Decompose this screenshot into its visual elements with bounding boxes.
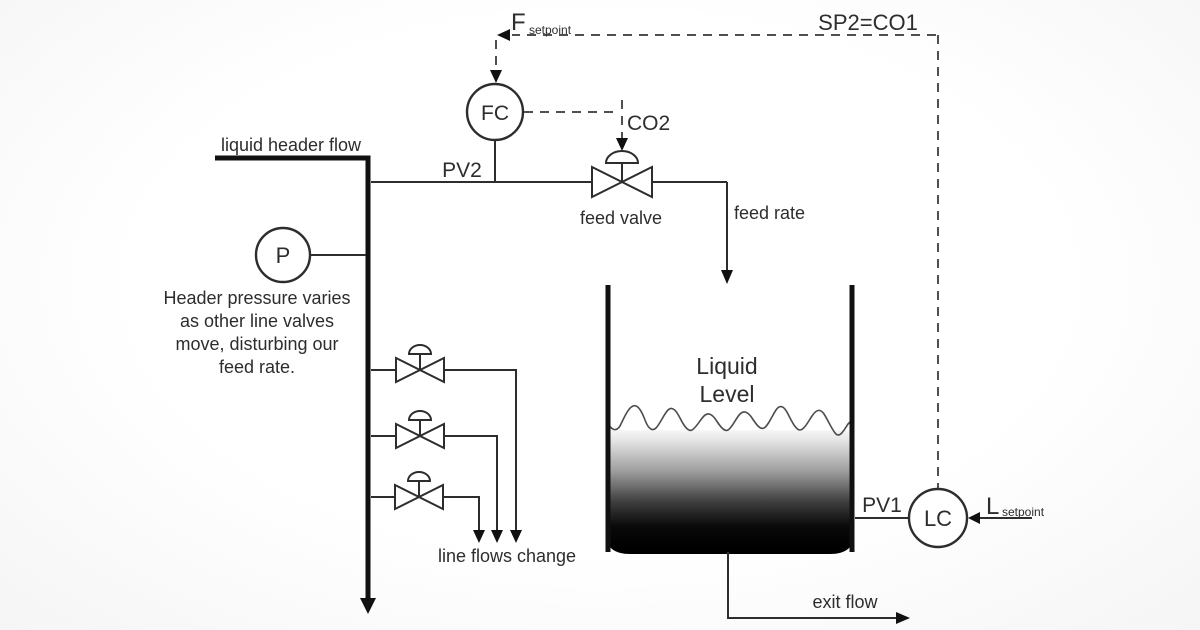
fc-controller-circle — [465, 82, 525, 142]
note-line-4: feed rate. — [219, 357, 295, 377]
f-setpoint-arrow-left — [497, 29, 510, 41]
p-indicator-circle — [254, 226, 312, 284]
line-valve-2-icon — [395, 422, 423, 450]
feed-valve-icon — [591, 150, 653, 199]
label-exit-flow: exit flow — [812, 592, 878, 612]
note-line-2: as other line valves — [180, 311, 334, 331]
co2-arrow — [616, 138, 628, 151]
tank: Liquid Level — [605, 285, 855, 554]
header-flow-arrow — [360, 598, 376, 614]
line-valve-3 — [371, 471, 485, 543]
line-valve-3-icon — [394, 483, 422, 511]
label-level: Level — [700, 381, 755, 407]
label-liquid-header-flow: liquid header flow — [221, 135, 362, 155]
level-controller: LC — [855, 487, 1032, 549]
line-valve-1 — [371, 344, 522, 543]
note-line-3: move, disturbing our — [175, 334, 338, 354]
liquid-surface-wave — [607, 404, 853, 436]
liquid-header-pipe — [215, 155, 376, 614]
line-valve-2-arrow — [491, 530, 503, 543]
feed-valve-actuator — [604, 150, 640, 164]
line-valve-2 — [371, 410, 503, 543]
label-f-setpoint: F — [511, 9, 526, 36]
tank-liquid-fill — [606, 430, 854, 554]
label-l-setpoint-sub: setpoint — [1002, 505, 1045, 519]
line-valve-3-actuator — [406, 471, 432, 482]
label-f-setpoint-sub: setpoint — [529, 23, 572, 37]
label-p: P — [276, 243, 291, 268]
label-l-setpoint: L — [986, 493, 999, 520]
line-valve-1-arrow — [510, 530, 522, 543]
line-valve-1-icon — [395, 356, 423, 384]
line-valve-3-arrow — [473, 530, 485, 543]
label-co2: CO2 — [627, 112, 670, 135]
label-pv1: PV1 — [862, 494, 902, 517]
line-valve-2-actuator — [407, 410, 433, 421]
f-setpoint-arrow-down — [490, 70, 502, 83]
label-pv2: PV2 — [442, 159, 482, 182]
label-line-flows-change: line flows change — [438, 546, 576, 566]
line-valve-1-actuator — [407, 344, 433, 355]
feed-line — [371, 181, 733, 284]
lc-controller-circle — [907, 487, 969, 549]
l-setpoint-arrow — [968, 512, 980, 524]
label-fc: FC — [481, 102, 509, 125]
label-sp2-co1: SP2=CO1 — [818, 10, 918, 35]
feed-rate-arrow — [721, 270, 733, 284]
header-pressure-note: Header pressure varies as other line val… — [163, 288, 350, 377]
exit-flow-arrow — [896, 612, 910, 624]
label-feed-rate: feed rate — [734, 203, 805, 223]
label-lc: LC — [924, 506, 952, 531]
f-setpoint-signal — [490, 29, 936, 83]
note-line-1: Header pressure varies — [163, 288, 350, 308]
label-feed-valve: feed valve — [580, 208, 662, 228]
pressure-indicator: P — [254, 226, 366, 284]
co2-signal — [524, 100, 628, 151]
label-liquid: Liquid — [696, 353, 757, 379]
exit-flow-pipe — [727, 552, 910, 624]
